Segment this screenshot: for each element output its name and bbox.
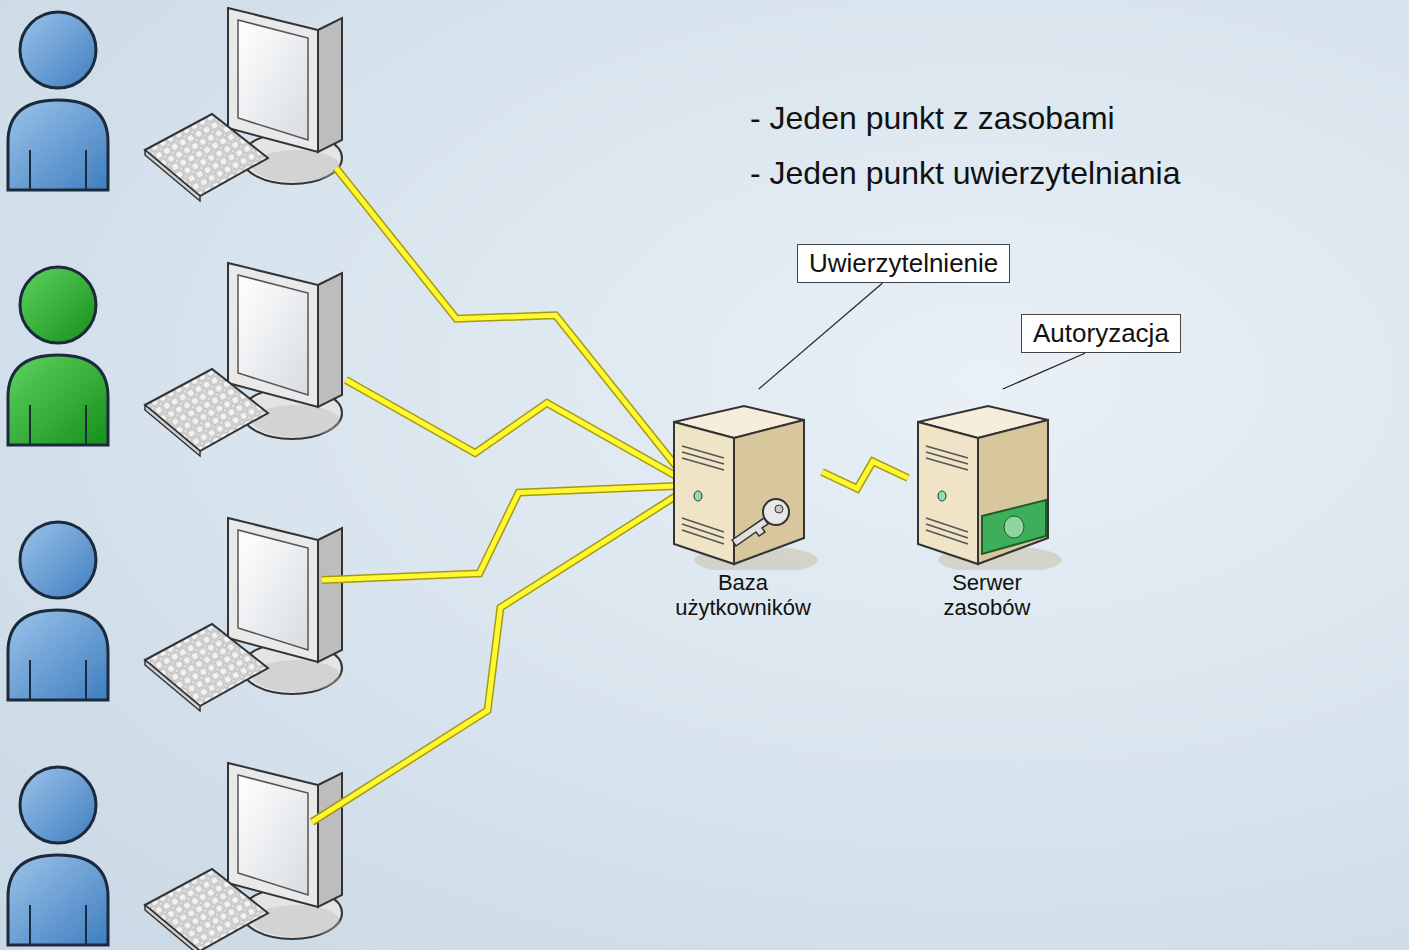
keyboard (145, 869, 268, 950)
keyboard-edge (145, 905, 200, 950)
key-blade (732, 518, 768, 546)
lightning-link (346, 380, 676, 476)
lightning-link-outline (346, 380, 676, 476)
server-vents (926, 446, 968, 544)
bullet-note: - Jeden punkt z zasobami (750, 100, 1115, 137)
keyboard-edge (145, 660, 200, 711)
monitor-screen (238, 275, 308, 395)
keyboard (145, 369, 268, 451)
lightning-link (822, 462, 908, 489)
lightning-link-outline (312, 496, 676, 822)
callout-label: Uwierzytelnienie (809, 248, 998, 279)
server-led (694, 491, 702, 501)
lightning-link (336, 168, 676, 466)
keyboard (145, 624, 268, 706)
keyboard-edge (145, 150, 200, 201)
server-label: Serwer zasobów (915, 570, 1060, 621)
monitor-front (228, 518, 318, 662)
callout-box: Autoryzacja (1021, 314, 1181, 353)
monitor-screen (238, 775, 308, 895)
workstation (8, 763, 342, 950)
network-links (312, 168, 676, 822)
lightning-link-outline (336, 168, 676, 466)
drawing-part (8, 8, 342, 950)
keyboard (145, 114, 268, 196)
server-node: Serwer zasobów (908, 388, 1066, 621)
bullet-note: - Jeden punkt uwierzytelniania (750, 155, 1180, 192)
lightning-link (822, 462, 908, 489)
keyboard-edge (145, 405, 200, 456)
money-bill (982, 500, 1046, 554)
monitor-side (318, 528, 342, 662)
server-icon (664, 388, 822, 570)
callout-label: Autoryzacja (1033, 318, 1169, 349)
leader-line (1003, 353, 1085, 389)
server-front (674, 422, 734, 564)
user-arms (30, 660, 86, 700)
server-front (918, 422, 978, 564)
server-node: Baza użytkowników (664, 388, 822, 621)
workstation (8, 518, 342, 711)
monitor-side (318, 18, 342, 152)
user-arms (30, 150, 86, 190)
server-side (978, 420, 1048, 564)
user-body (8, 610, 108, 700)
user-body (8, 355, 108, 445)
user-head (20, 767, 96, 843)
workstation (8, 8, 342, 201)
server-icon (908, 388, 1066, 570)
server-led (938, 491, 946, 501)
monitor-side (318, 773, 342, 907)
monitor-front (228, 263, 318, 407)
lightning-link-outline (822, 462, 908, 489)
callout-box: Uwierzytelnienie (797, 244, 1010, 283)
lightning-link (312, 496, 676, 822)
server-vents (682, 446, 724, 544)
monitor-front (228, 763, 318, 907)
monitor-screen (238, 20, 308, 140)
leader-line (1003, 353, 1085, 389)
money-seal (1004, 516, 1024, 538)
user-body (8, 100, 108, 190)
user-arms (30, 905, 86, 945)
monitor-screen (238, 530, 308, 650)
server-label: Baza użytkowników (671, 570, 816, 621)
user-head (20, 267, 96, 343)
key-bow (763, 499, 789, 525)
key-hole (775, 505, 783, 513)
monitor-front (228, 8, 318, 152)
leader-line (759, 283, 883, 389)
server-side (734, 420, 804, 564)
leader-line (759, 283, 883, 389)
workstation (8, 263, 342, 456)
user-head (20, 12, 96, 88)
user-body (8, 855, 108, 945)
user-arms (30, 405, 86, 445)
user-head (20, 522, 96, 598)
monitor-side (318, 273, 342, 407)
